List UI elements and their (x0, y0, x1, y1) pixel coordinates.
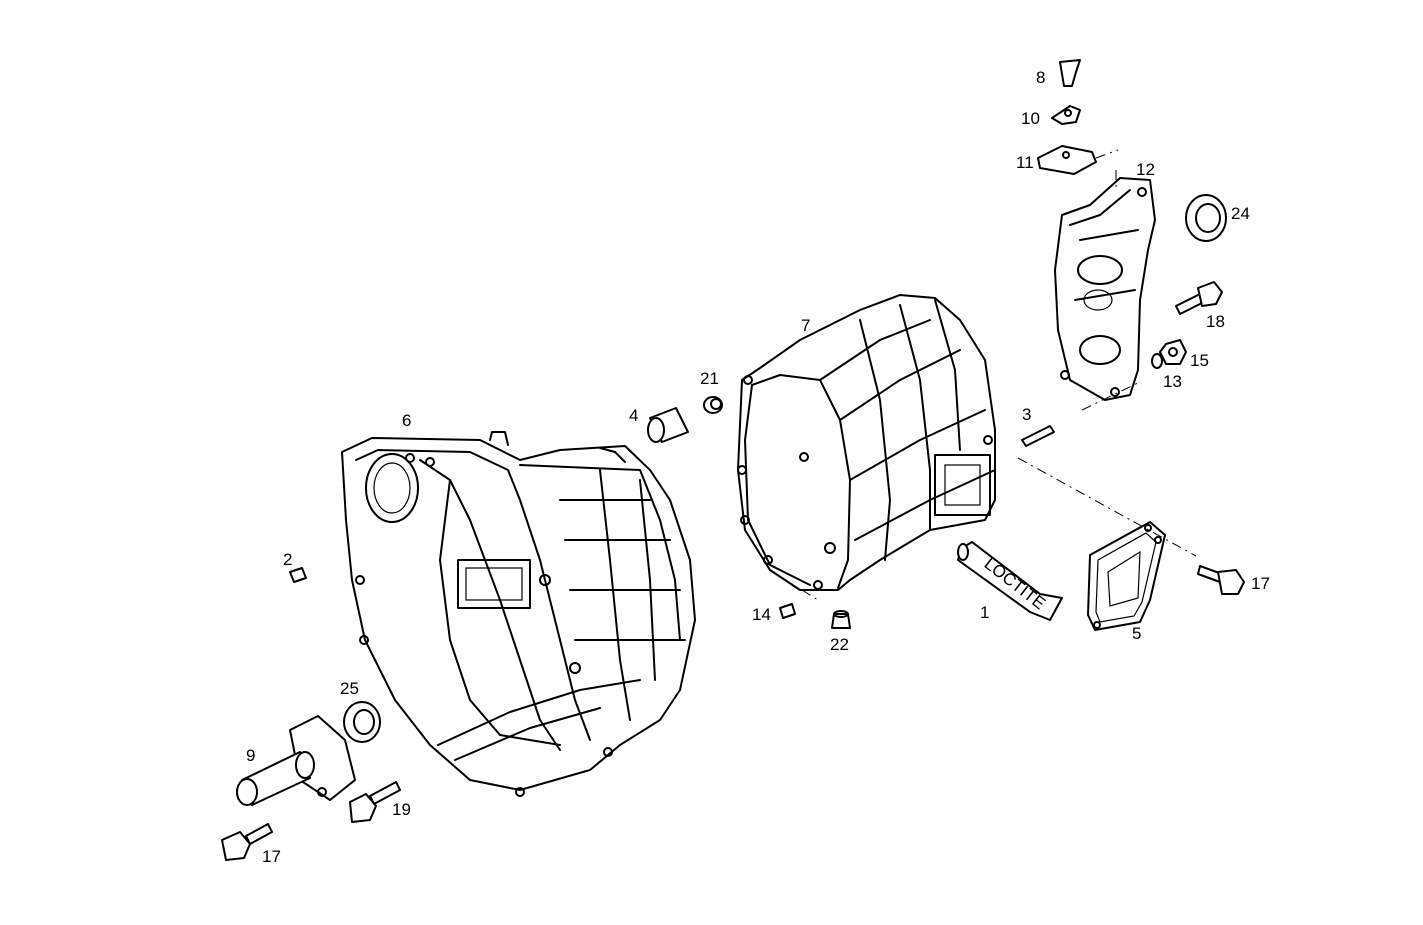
part-3-stud (1021, 425, 1055, 447)
part-19-bolt (349, 781, 401, 823)
label-7: 7 (801, 316, 810, 335)
label-17-left: 17 (262, 847, 281, 866)
label-18: 18 (1206, 312, 1225, 331)
label-13: 13 (1163, 372, 1182, 391)
label-1: 1 (980, 603, 989, 622)
label-4: 4 (629, 406, 638, 425)
label-15: 15 (1190, 351, 1209, 370)
part-17-bolt-right (1197, 565, 1245, 595)
part-4-bushing (647, 407, 689, 443)
centerline-case (801, 589, 819, 601)
part-12-rear-housing (1054, 177, 1156, 401)
label-22: 22 (830, 635, 849, 654)
part-24-seal-ring (1185, 194, 1227, 242)
part-7-gearbox-case (737, 294, 996, 591)
label-10: 10 (1021, 109, 1040, 128)
label-24: 24 (1231, 204, 1250, 223)
part-2-dowel (289, 567, 307, 583)
label-14: 14 (752, 605, 771, 624)
label-12: 12 (1136, 160, 1155, 179)
label-2: 2 (283, 550, 292, 569)
label-5: 5 (1132, 624, 1141, 643)
part-8-plug (1059, 59, 1081, 87)
label-3: 3 (1022, 405, 1031, 424)
part-6-bell-housing (341, 431, 696, 797)
part-14-dowel (779, 603, 796, 619)
label-21: 21 (700, 369, 719, 388)
part-25-seal-ring (343, 701, 381, 743)
label-9: 9 (246, 746, 255, 765)
label-11: 11 (1016, 153, 1034, 172)
part-1-loctite-tube: LOCTITE (957, 541, 1063, 621)
part-10-clip (1051, 105, 1081, 125)
label-8: 8 (1036, 68, 1045, 87)
part-15-nut (1159, 339, 1187, 365)
part-17-bolt-left (221, 823, 273, 861)
centerline-cover (1017, 457, 1197, 557)
label-25: 25 (340, 679, 359, 698)
label-17-right: 17 (1251, 574, 1270, 593)
part-11-plate (1037, 145, 1097, 175)
label-6: 6 (402, 411, 411, 430)
part-18-bolt (1175, 281, 1223, 315)
part-13-washer (1151, 353, 1163, 369)
part-21-plug (703, 396, 723, 414)
label-19: 19 (392, 800, 411, 819)
part-22-plug (831, 610, 851, 629)
part-9-guide-sleeve (236, 715, 356, 806)
centerline-housing (1081, 381, 1141, 411)
part-5-cover-plate (1087, 521, 1166, 631)
centerline-plate (1095, 149, 1119, 190)
